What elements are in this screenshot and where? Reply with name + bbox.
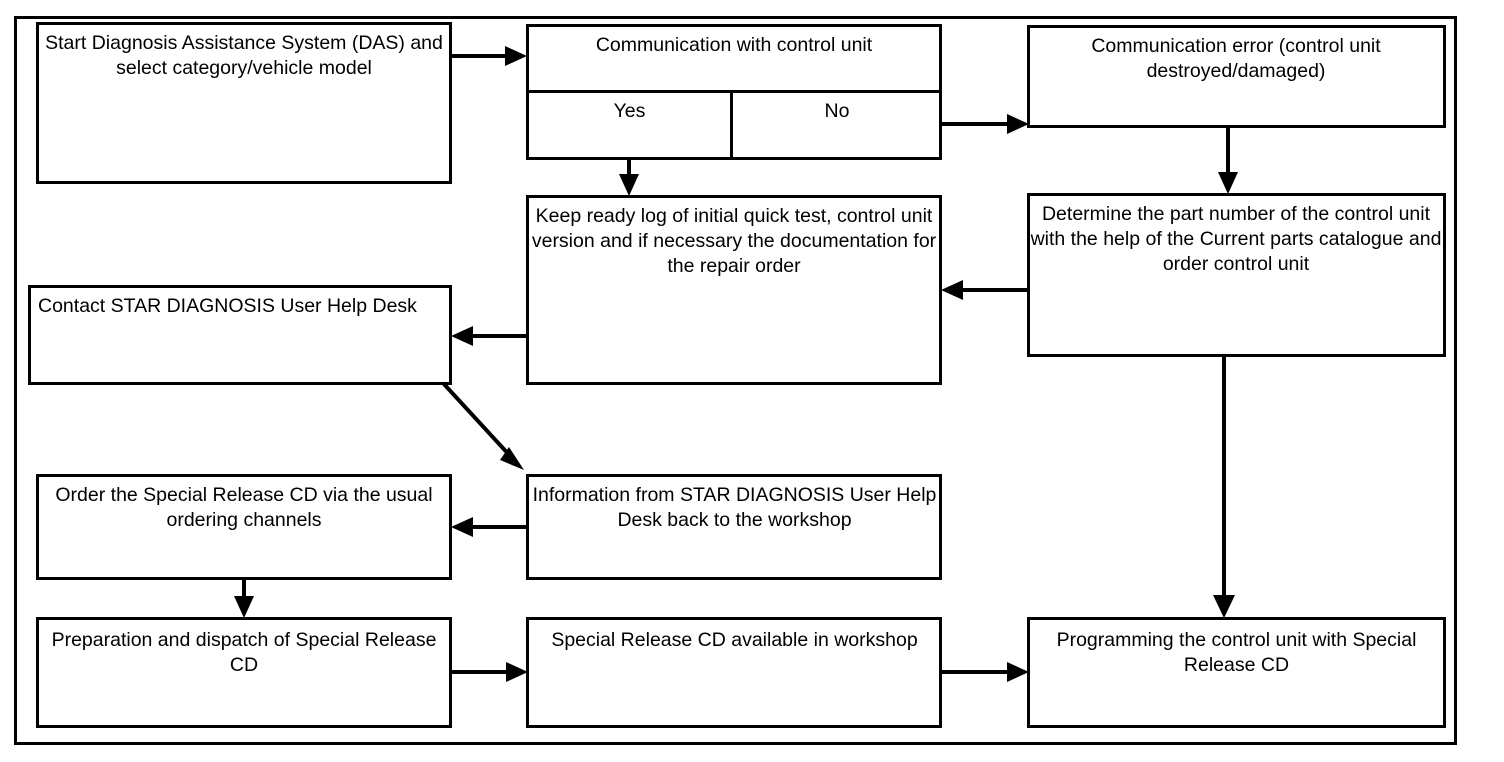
- node-box-keep-ready-log[interactable]: [526, 195, 942, 385]
- edge-determine-to-programming: [1213, 355, 1235, 618]
- edge-contact-to-information-back: [441, 381, 524, 470]
- edge-determine-to-keep-ready-log: [941, 280, 1028, 300]
- edge-order-cd-to-preparation: [234, 579, 254, 618]
- node-box-start[interactable]: [36, 22, 452, 184]
- edge-comm-error-to-determine: [1218, 127, 1238, 194]
- edge-yes-to-keep-ready-log: [619, 159, 639, 196]
- edge-information-back-to-order-cd: [451, 517, 527, 537]
- node-box-preparation-dispatch[interactable]: [36, 617, 452, 728]
- node-box-comm-error[interactable]: [1027, 25, 1446, 128]
- edge-cd-available-to-programming: [941, 662, 1029, 682]
- node-box-information-back[interactable]: [526, 474, 942, 580]
- node-box-contact-help-desk[interactable]: [28, 285, 452, 385]
- node-box-determine-part-number[interactable]: [1027, 193, 1446, 357]
- node-box-cd-available[interactable]: [526, 617, 942, 728]
- node-box-order-cd[interactable]: [36, 474, 452, 580]
- edge-start-to-communication: [450, 46, 527, 66]
- edge-keep-ready-log-to-contact: [451, 326, 527, 346]
- diagram-outer-frame: [14, 16, 1457, 745]
- edge-no-to-comm-error: [941, 114, 1029, 134]
- edge-preparation-to-cd-available: [451, 662, 528, 682]
- node-box-programming[interactable]: [1027, 617, 1446, 728]
